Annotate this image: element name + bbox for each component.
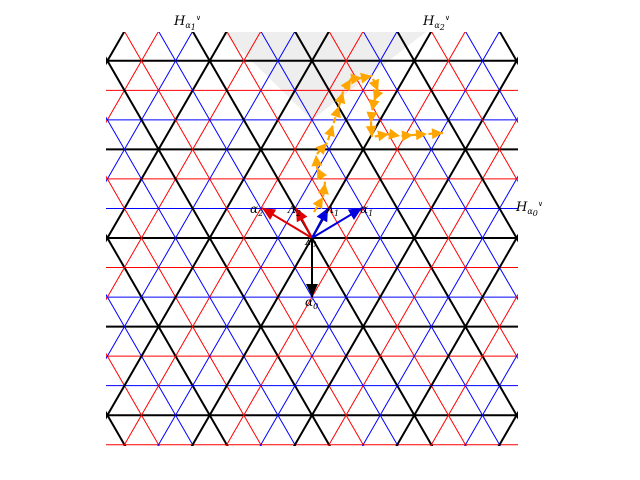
path-arrowhead [377, 130, 389, 142]
path-arrowhead [401, 130, 413, 142]
grid-line-diagonal-a [497, 410, 518, 446]
path-arrowhead [365, 125, 377, 137]
grid-line-diagonal-b [106, 116, 297, 446]
grid-line-diagonal-a [157, 32, 398, 446]
path-arrowhead [312, 197, 323, 210]
hyperplane-grid [0, 30, 640, 450]
grid-line-diagonal-a [106, 32, 262, 301]
grid-line-diagonal-b [396, 32, 518, 243]
label-origin: λ0 [304, 237, 316, 249]
lattice-path [311, 72, 444, 213]
grid-line-diagonal-a [106, 32, 228, 243]
path-arrowhead [368, 78, 380, 91]
grid-line-diagonal-b [106, 56, 331, 446]
grid-line-diagonal-a [259, 32, 500, 446]
grid-line-diagonal-b [106, 293, 194, 446]
grid-line-diagonal-a [190, 32, 433, 446]
label-alpha2: α2 [250, 202, 263, 218]
grid-line-diagonal-a [599, 30, 640, 450]
path-arrowhead [317, 168, 328, 181]
path-arrowhead [368, 99, 380, 111]
path-arrowhead [431, 128, 443, 140]
grid-line-diagonal-a [0, 30, 91, 450]
grid-line-diagonal-a [225, 32, 466, 446]
label-h-alpha2: Hα2∨ [422, 14, 450, 32]
grid-line-diagonal-b [362, 32, 518, 301]
grid-line-diagonal-b [158, 32, 399, 446]
label-alpha0: α0 [305, 295, 318, 311]
path-arrowhead [366, 111, 378, 123]
arrow-alpha0-head [306, 284, 318, 297]
grid-line-diagonal-b [106, 175, 263, 446]
grid-line-diagonal-a [395, 233, 518, 446]
grid-line-diagonal-a [361, 175, 518, 446]
grid-line-diagonal-a [430, 293, 518, 446]
grid-line-diagonal-a [106, 32, 193, 183]
grid-line-diagonal-b [465, 32, 518, 124]
grid-line-diagonal-a [633, 30, 640, 450]
path-arrowhead [334, 92, 346, 105]
grid-line-diagonal-b [567, 30, 640, 450]
grid-line-diagonal-a [293, 56, 518, 446]
grid-line-diagonal-b [0, 30, 25, 450]
path-arrowhead [311, 155, 323, 167]
label-lambda1: Λ1 [325, 203, 339, 218]
label-h-alpha1: Hα1∨ [173, 14, 201, 32]
grid-line-diagonal-a [0, 30, 23, 450]
path-arrowhead [388, 128, 400, 140]
arrow-lambda1-head [316, 208, 328, 223]
arrow-alpha2-head [262, 208, 277, 220]
grid-line-diagonal-b [0, 30, 93, 450]
grid-line-diagonal-b [260, 32, 501, 446]
grid-line-diagonal-b [0, 30, 59, 450]
grid-line-diagonal-b [294, 32, 518, 420]
grid-line-diagonal-a [0, 30, 57, 450]
grid-line-diagonal-a [531, 30, 640, 450]
grid-line-diagonal-b [124, 32, 365, 446]
grid-line-diagonal-a [327, 116, 518, 446]
label-alpha1: α1 [360, 202, 373, 218]
arrow-alpha1-head [347, 208, 362, 220]
root-vectors [261, 207, 363, 297]
grid-line-diagonal-b [106, 352, 160, 446]
grid-line-diagonal-b [601, 30, 640, 450]
path-arrowhead [415, 129, 427, 141]
grid-line-diagonal-b [635, 30, 640, 450]
label-lambda2: Λ2 [287, 203, 301, 218]
grid-line-diagonal-b [498, 32, 518, 66]
shade-chamber [222, 32, 426, 120]
path-arrowhead [350, 73, 362, 85]
grid-line-diagonal-b [106, 233, 229, 446]
grid-line-diagonal-a [106, 32, 296, 360]
path-arrowhead [360, 72, 372, 84]
arrow-lambda2-head [296, 208, 308, 223]
grid-line-diagonal-b [226, 32, 467, 446]
label-h-alpha0: Hα0∨ [515, 200, 543, 218]
grid-line-diagonal-a [123, 32, 364, 446]
grid-line-diagonal-a [464, 352, 518, 446]
path-arrowhead [372, 88, 384, 101]
path-arrowhead [324, 125, 335, 138]
path-arrowhead [340, 79, 351, 92]
shaded-chamber-region [222, 32, 426, 120]
grid-line-diagonal-a [565, 30, 640, 450]
grid-line-diagonal-a [106, 32, 159, 124]
grid-line-diagonal-b [328, 32, 518, 360]
grid-line-diagonal-b [191, 32, 434, 446]
path-arrowhead [330, 106, 341, 119]
path-arrowhead [315, 143, 327, 155]
path-arrowhead [317, 183, 329, 195]
grid-line-diagonal-b [533, 30, 640, 450]
grid-line-diagonal-a [106, 32, 330, 420]
grid-line-diagonal-b [431, 32, 518, 183]
